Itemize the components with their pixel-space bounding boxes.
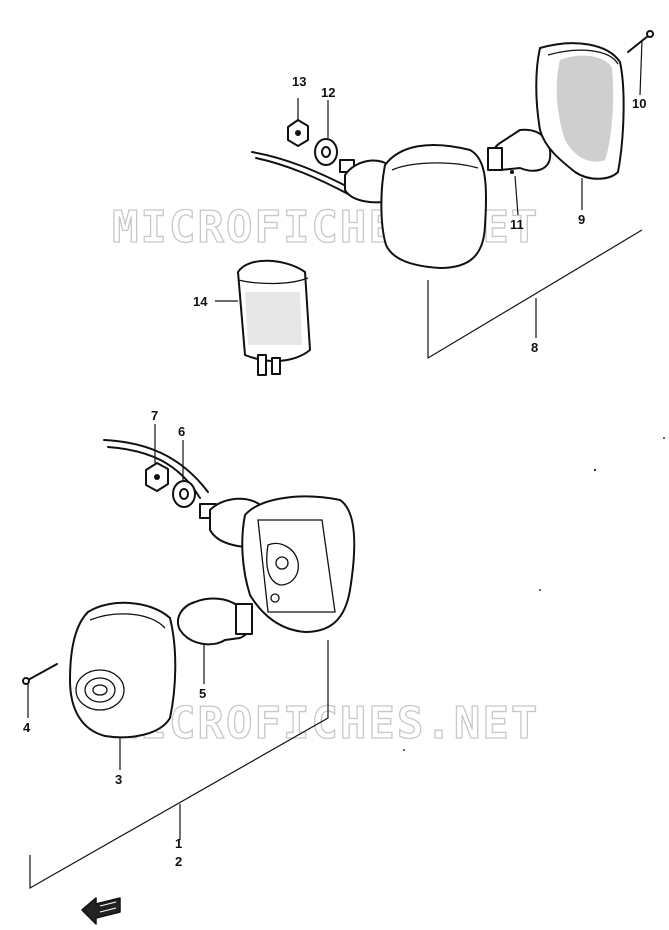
front-turn-signal-assembly: [22, 439, 356, 890]
callout-13: 13: [292, 74, 306, 89]
arrow-left-icon: [81, 897, 121, 925]
rear-turn-signal-assembly: [251, 30, 654, 360]
callout-5: 5: [199, 686, 206, 701]
screw-bottom: [27, 663, 58, 681]
bracket-8: [427, 229, 643, 360]
flasher-relay: [237, 259, 311, 376]
callout-1: 1: [175, 836, 182, 851]
lens-bottom: [69, 601, 177, 739]
callout-4: 4: [23, 720, 31, 735]
callout-2: 2: [175, 854, 182, 869]
callout-10: 10: [632, 96, 646, 111]
wire-bottom: [103, 439, 209, 493]
callout-3: 3: [115, 772, 122, 787]
bracket-1-2: [29, 640, 329, 890]
watermark-bottom: MICROFICHES.NET: [112, 698, 539, 749]
turn-signal-housing-top: [380, 144, 488, 269]
callout-9: 9: [578, 212, 585, 227]
bulb-bottom: [176, 597, 252, 646]
wire-top: [251, 151, 351, 189]
callout-14: 14: [193, 294, 208, 309]
callout-11: 11: [510, 217, 524, 232]
callout-12: 12: [321, 85, 335, 100]
leader-lines: [27, 39, 643, 840]
callout-6: 6: [178, 424, 185, 439]
callout-7: 7: [151, 408, 158, 423]
screw-top: [627, 35, 649, 53]
callout-8: 8: [531, 340, 538, 355]
